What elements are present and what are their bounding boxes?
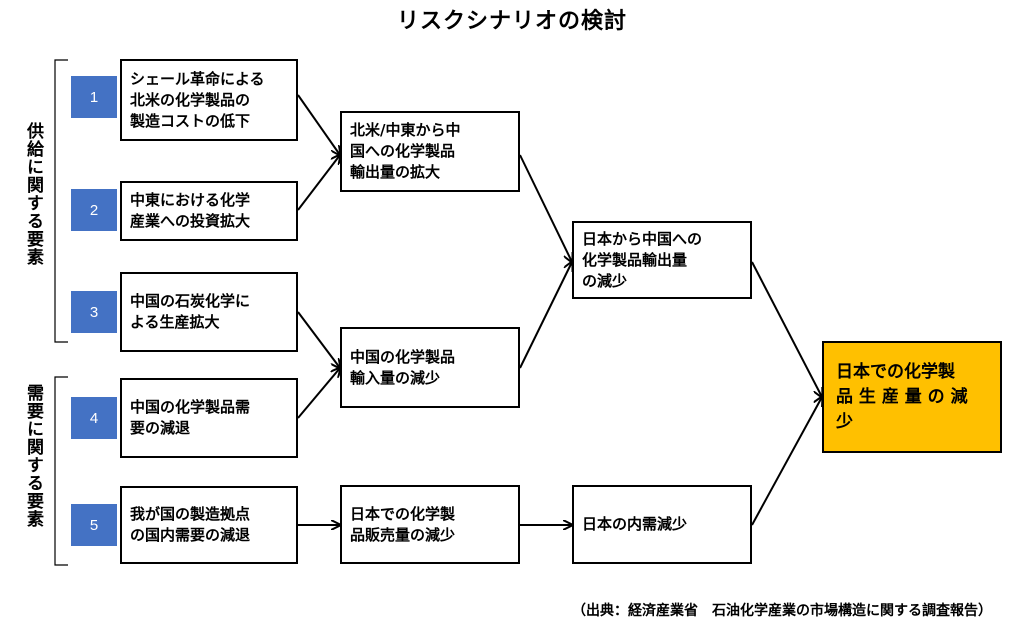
factor-1-line-2: 北米の化学製品の <box>130 90 251 109</box>
demand-bracket <box>54 376 68 566</box>
supply-bracket <box>54 59 68 343</box>
factor-1-badge: 1 <box>71 76 117 118</box>
third-1-line-2: 化学製品輸出量 <box>582 250 688 269</box>
factor-5-line-1: 我が国の製造拠点 <box>130 505 251 523</box>
factor-5-box: 我が国の製造拠点 の国内需要の減退 <box>120 486 298 564</box>
third-1-line-3: の減少 <box>582 271 628 290</box>
factor-4-line-1: 中国の化学製品需 <box>130 398 251 416</box>
diagram-title: リスクシナリオの検討 <box>396 9 627 34</box>
middle-2-line-2: 輸入量の減少 <box>350 368 441 387</box>
factor-4-line-2: 要の減退 <box>130 419 191 437</box>
arrow-t2-result <box>751 397 822 526</box>
middle-1-line-3: 輸出量の拡大 <box>350 163 441 181</box>
middle-1-box: 北米/中東から中 国への化学製品 輸出量の拡大 <box>340 111 520 192</box>
supply-group-label: 供給に関する要素 <box>23 122 43 266</box>
factor-3-badge: 3 <box>71 291 117 333</box>
middle-1-line-2: 国への化学製品 <box>350 142 456 160</box>
arrow-f4-m2 <box>297 368 340 419</box>
result-line-2: 品 生 産 量 の 減 <box>836 386 968 407</box>
factor-5-line-2: の国内需要の減退 <box>130 526 251 544</box>
arrow-m1-t1 <box>519 154 572 262</box>
factor-2-line-1: 中東における化学 <box>130 191 251 209</box>
arrow-f2-m1 <box>297 155 340 211</box>
factor-2-badge: 2 <box>71 189 117 231</box>
demand-group-label: 需要に関する要素 <box>23 384 43 528</box>
factor-1-box: シェール革命による 北米の化学製品の 製造コストの低下 <box>120 59 298 141</box>
middle-2-line-1: 中国の化学製品 <box>350 347 456 366</box>
middle-2-box: 中国の化学製品 輸入量の減少 <box>340 327 520 408</box>
result-line-1: 日本での化学製 <box>836 361 955 382</box>
arrow-f3-m2 <box>297 311 340 368</box>
factor-3-line-2: よる生産拡大 <box>130 313 220 331</box>
middle-3-box: 日本での化学製 品販売量の減少 <box>340 485 520 564</box>
arrow-f1-m1 <box>297 94 340 155</box>
middle-1-line-1: 北米/中東から中 <box>350 121 461 139</box>
factor-3-box: 中国の石炭化学に よる生産拡大 <box>120 272 298 352</box>
factor-2-box: 中東における化学 産業への投資拡大 <box>120 181 298 241</box>
arrow-t1-result <box>751 261 822 397</box>
factor-4-badge: 4 <box>71 397 117 439</box>
middle-3-line-1: 日本での化学製 <box>350 504 456 523</box>
source-citation: （出典：経済産業省 石油化学産業の市場構造に関する調査報告） <box>572 603 992 619</box>
factor-5-badge: 5 <box>71 504 117 546</box>
factor-4-box: 中国の化学製品需 要の減退 <box>120 378 298 458</box>
result-box: 日本での化学製 品 生 産 量 の 減 少 <box>822 341 1002 453</box>
third-1-box: 日本から中国への 化学製品輸出量 の減少 <box>572 221 752 299</box>
third-2-box: 日本の内需減少 <box>572 485 752 564</box>
result-line-3: 少 <box>836 411 853 432</box>
factor-1-line-1: シェール革命による <box>130 69 265 88</box>
arrow-m2-t1 <box>519 262 572 369</box>
factor-1-line-3: 製造コストの低下 <box>130 111 251 130</box>
factor-3-line-1: 中国の石炭化学に <box>130 292 251 310</box>
middle-3-line-2: 品販売量の減少 <box>350 525 456 544</box>
third-1-line-1: 日本から中国への <box>582 229 703 248</box>
third-2-line-1: 日本の内需減少 <box>582 515 688 533</box>
factor-2-line-2: 産業への投資拡大 <box>130 212 251 230</box>
